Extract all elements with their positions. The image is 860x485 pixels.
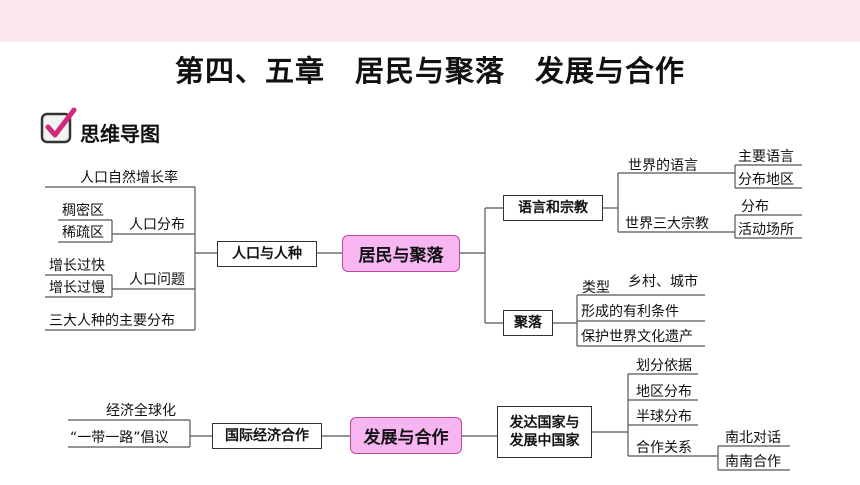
- label-belt-and-road: “一带一路”倡议: [70, 430, 169, 446]
- node-developed-developing: 发达国家与 发展中国家: [497, 406, 592, 458]
- label-activity-venues: 活动场所: [738, 222, 794, 238]
- node-language-religion: 语言和宗教: [503, 195, 603, 221]
- label-population-distribution: 人口分布: [129, 217, 185, 233]
- label-sparse-area: 稀疏区: [62, 225, 104, 241]
- section-title: 思维导图: [80, 122, 160, 146]
- node-international-cooperation: 国际经济合作: [212, 423, 322, 449]
- label-world-languages: 世界的语言: [628, 158, 698, 174]
- label-growth-too-slow: 增长过慢: [49, 280, 105, 296]
- label-south-south-cooperation: 南南合作: [725, 454, 781, 470]
- label-population-problems: 人口问题: [129, 272, 185, 288]
- checkbox-check-icon: [40, 106, 80, 150]
- label-growth-too-fast: 增长过快: [49, 258, 105, 274]
- node-population-and-race: 人口与人种: [217, 241, 317, 267]
- label-settlement-type: 类型: [582, 280, 610, 296]
- label-natural-growth-rate: 人口自然增长率: [80, 170, 178, 186]
- label-village-city: 乡村、城市: [628, 274, 698, 290]
- label-dense-area: 稠密区: [62, 203, 104, 219]
- label-main-languages: 主要语言: [738, 149, 794, 165]
- label-regional-distribution: 地区分布: [636, 384, 692, 400]
- label-hemisphere-distribution: 半球分布: [636, 409, 692, 425]
- label-north-south-dialogue: 南北对话: [725, 430, 781, 446]
- label-division-basis: 划分依据: [636, 358, 692, 374]
- node-center-residents-settlements: 居民与聚落: [342, 235, 460, 272]
- label-three-religions: 世界三大宗教: [625, 216, 709, 232]
- label-economic-globalization: 经济全球化: [106, 403, 176, 419]
- label-religion-distribution: 分布: [741, 199, 769, 215]
- label-three-races-distribution: 三大人种的主要分布: [49, 313, 175, 329]
- page-title: 第四、五章 居民与聚落 发展与合作: [174, 54, 685, 88]
- label-distribution-regions: 分布地区: [738, 172, 794, 188]
- label-favorable-conditions: 形成的有利条件: [581, 304, 679, 320]
- label-protect-heritage: 保护世界文化遗产: [581, 329, 693, 345]
- header-band: [0, 0, 860, 42]
- node-center-development-cooperation: 发展与合作: [350, 417, 462, 454]
- label-cooperation-relations: 合作关系: [636, 440, 692, 456]
- node-settlement: 聚落: [503, 310, 553, 336]
